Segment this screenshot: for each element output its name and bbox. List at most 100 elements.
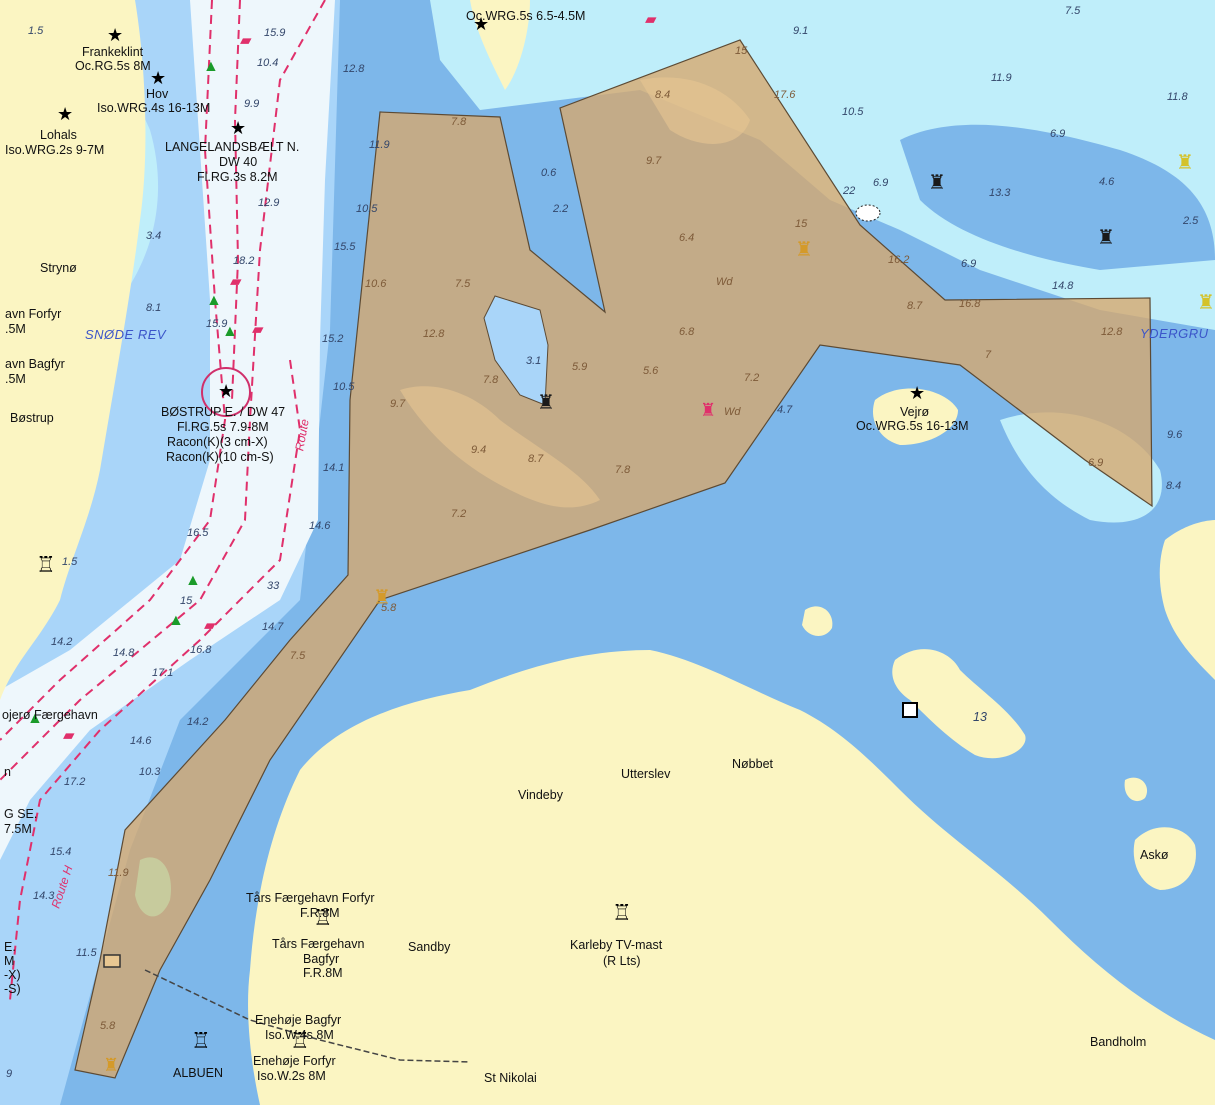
depth-sounding: 14.1 bbox=[323, 462, 345, 474]
depth-sounding: 4.7 bbox=[777, 404, 793, 416]
zone-depth-sounding: 7.5 bbox=[455, 278, 471, 290]
depth-sounding: 9.1 bbox=[793, 25, 809, 37]
tower-icon[interactable]: ♖ bbox=[36, 552, 56, 577]
tower-icon[interactable]: ♖ bbox=[612, 900, 632, 925]
depth-sounding: 6.9 bbox=[1050, 128, 1066, 140]
depth-sounding: 2.2 bbox=[553, 203, 569, 215]
zone-depth-sounding: 5.9 bbox=[572, 361, 588, 373]
depth-sounding: 10.5 bbox=[333, 381, 355, 393]
zone-depth-sounding: 7.2 bbox=[451, 508, 467, 520]
vindeby-label: Vindeby bbox=[518, 788, 563, 802]
wreck-icon bbox=[855, 204, 881, 222]
route-line-2 bbox=[0, 0, 326, 781]
cardinal-beacon-icon[interactable]: ♜ bbox=[103, 1055, 120, 1075]
zone-depth-sounding: 5.8 bbox=[100, 1020, 116, 1032]
red-can-buoy-icon[interactable]: ▰ bbox=[645, 11, 657, 28]
star-light-icon[interactable]: ★ bbox=[230, 118, 247, 138]
island-vejro bbox=[872, 388, 958, 445]
zone-depth-sounding: 15 bbox=[735, 45, 748, 57]
strynoe-label: Strynø bbox=[40, 261, 77, 275]
red-can-buoy-icon[interactable]: ▰ bbox=[240, 32, 252, 49]
cardinal-beacon-icon[interactable]: ♜ bbox=[928, 172, 946, 194]
star-light-icon[interactable]: ★ bbox=[218, 381, 235, 401]
cardinal-beacon-icon[interactable]: ♜ bbox=[700, 400, 717, 420]
depth-sounding: 6.9 bbox=[873, 177, 889, 189]
snode-rev-label: SNØDE REV bbox=[85, 327, 167, 342]
wd-label-1: Wd bbox=[716, 276, 733, 288]
g-se-range: 7.5M bbox=[4, 822, 32, 836]
depth-sounding: 6.9 bbox=[961, 258, 977, 270]
depth-sounding: 3.4 bbox=[146, 230, 162, 242]
zone-depth-sounding: 8.7 bbox=[907, 300, 923, 312]
zone-depth-sounding: 7 bbox=[985, 349, 992, 361]
tars-bagfyr-label: Tårs Færgehavn bbox=[272, 937, 365, 951]
havn-bagfyr-label: avn Bagfyr bbox=[5, 357, 65, 371]
left-n-label: n bbox=[4, 765, 11, 779]
cardinal-beacon-icon[interactable]: ♜ bbox=[795, 239, 813, 261]
depth-sounding: 11.9 bbox=[991, 72, 1012, 84]
tower-icon[interactable]: ♖ bbox=[313, 905, 333, 930]
depth-sounding: 16.5 bbox=[187, 527, 209, 539]
depth-sounding: 11.8 bbox=[1167, 91, 1188, 103]
zone-depth-sounding: 6.4 bbox=[679, 232, 695, 244]
depth-sounding: 9.6 bbox=[1167, 429, 1183, 441]
zone-depth-sounding: 12.8 bbox=[1101, 326, 1123, 338]
left-m-label: M bbox=[4, 954, 15, 968]
zone-depth-sounding: 9.4 bbox=[471, 444, 487, 456]
cardinal-beacon-icon[interactable]: ♜ bbox=[537, 392, 555, 414]
route-line-3 bbox=[9, 359, 302, 1001]
zone-depth-sounding: 12.8 bbox=[423, 328, 445, 340]
cardinal-beacon-icon[interactable]: ♜ bbox=[373, 587, 391, 609]
red-can-buoy-icon[interactable]: ▰ bbox=[252, 321, 264, 338]
cardinal-beacon-icon[interactable]: ♜ bbox=[1097, 227, 1115, 249]
bostrup-light: Fl.RG.5s 7.9-8M bbox=[177, 420, 269, 434]
red-can-buoy-icon[interactable]: ▰ bbox=[63, 727, 75, 744]
route-line-1 bbox=[0, 0, 227, 741]
bostrup-e-label: BØSTRUP E. / DW 47 bbox=[161, 405, 286, 419]
zone-depth-sounding: 6.9 bbox=[1088, 457, 1104, 469]
red-can-buoy-icon[interactable]: ▰ bbox=[204, 617, 216, 634]
cardinal-beacon-icon[interactable]: ♜ bbox=[1197, 292, 1215, 314]
star-light-icon[interactable]: ★ bbox=[57, 104, 74, 124]
albuen-label: ALBUEN bbox=[173, 1066, 224, 1080]
green-conical-buoy-icon[interactable]: ▲ bbox=[185, 572, 201, 589]
hov-light: Iso.WRG.4s 16-13M bbox=[97, 101, 211, 115]
tars-bagfyr-2-label: Bagfyr bbox=[303, 952, 340, 966]
tower-icon[interactable]: ♖ bbox=[290, 1028, 310, 1053]
zone-depth-sounding: 16.8 bbox=[959, 298, 981, 310]
star-light-icon[interactable]: ★ bbox=[150, 68, 167, 88]
havn-forfyr-label: avn Forfyr bbox=[5, 307, 62, 321]
frankeklint-light: Oc.RG.5s 8M bbox=[75, 59, 151, 73]
depth-sounding: 7.5 bbox=[1065, 5, 1081, 17]
star-light-icon[interactable]: ★ bbox=[107, 25, 124, 45]
veiro-name: Vejrø bbox=[900, 405, 930, 419]
enehoje-forfyr-label: Enehøje Forfyr bbox=[253, 1054, 336, 1068]
green-conical-buoy-icon[interactable]: ▲ bbox=[168, 612, 184, 629]
depth-sounding: 12.9 bbox=[258, 197, 280, 209]
depth-sounding: 4.6 bbox=[1099, 176, 1115, 188]
red-can-buoy-icon[interactable]: ▰ bbox=[230, 273, 242, 290]
green-conical-buoy-icon[interactable]: ▲ bbox=[203, 58, 219, 75]
st-nikolai-label: St Nikolai bbox=[484, 1071, 537, 1085]
cardinal-beacon-icon[interactable]: ♜ bbox=[1176, 152, 1194, 174]
island-north-spit bbox=[470, 0, 530, 90]
ydergrund-label: YDERGRU bbox=[1140, 326, 1209, 341]
zone-shoal-highlight-3 bbox=[135, 857, 171, 917]
green-conical-buoy-icon[interactable]: ▲ bbox=[27, 710, 43, 727]
green-conical-buoy-icon[interactable]: ▲ bbox=[222, 323, 238, 340]
wd-label-2: Wd bbox=[724, 406, 741, 418]
zone-depth-sounding: 7.5 bbox=[290, 650, 306, 662]
star-light-icon[interactable]: ★ bbox=[909, 383, 926, 403]
zone-shoal-highlight-2 bbox=[640, 77, 750, 144]
enehoje-forfyr-light: Iso.W.2s 8M bbox=[257, 1069, 326, 1083]
depth-sounding: 15 bbox=[180, 595, 193, 607]
zone-depth-sounding: 10.6 bbox=[365, 278, 387, 290]
left-s-label: -S) bbox=[4, 982, 21, 996]
tower-icon[interactable]: ♖ bbox=[191, 1028, 211, 1053]
island-east-coast bbox=[1159, 520, 1215, 680]
zone-depth-sounding: 7.8 bbox=[615, 464, 631, 476]
green-conical-buoy-icon[interactable]: ▲ bbox=[206, 292, 222, 309]
star-light-icon[interactable]: ★ bbox=[473, 14, 490, 34]
depth-sounding: 2.5 bbox=[1183, 215, 1199, 227]
